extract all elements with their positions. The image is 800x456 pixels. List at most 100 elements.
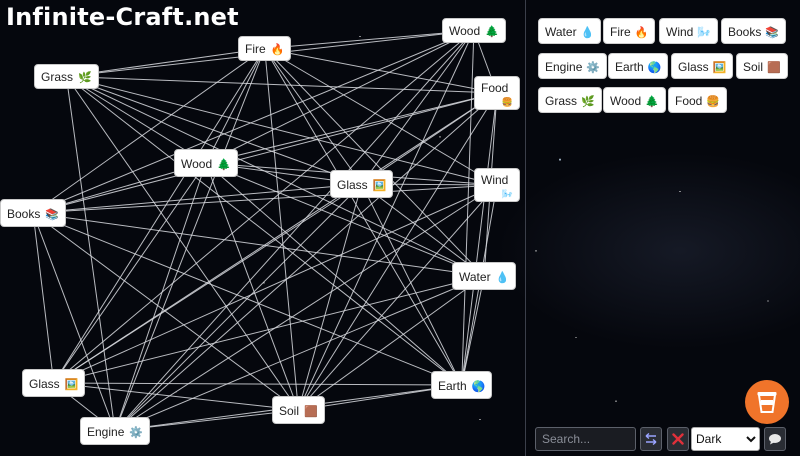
connection-line bbox=[461, 30, 475, 386]
connection-line bbox=[53, 275, 485, 384]
canvas-item-soil[interactable]: Soil🟫 bbox=[272, 396, 325, 424]
connection-line bbox=[65, 76, 299, 411]
theme-select[interactable]: Dark bbox=[691, 427, 760, 451]
connection-line bbox=[114, 92, 498, 432]
cup-icon bbox=[757, 392, 777, 413]
connection-line bbox=[298, 275, 485, 411]
picture-icon: 🖼️ bbox=[372, 180, 387, 192]
item-label: Fire bbox=[245, 42, 266, 56]
wind-icon: 🌬️ bbox=[501, 189, 513, 199]
clear-canvas-button[interactable] bbox=[667, 427, 689, 451]
canvas-item-engine[interactable]: Engine ⚙️ bbox=[80, 417, 151, 445]
connection-line bbox=[66, 76, 463, 386]
connection-line bbox=[114, 183, 363, 432]
item-label: Food bbox=[481, 81, 509, 95]
brown-square-icon: 🟫 bbox=[767, 62, 781, 74]
canvas-item-wood[interactable]: Wood 🌲 bbox=[174, 149, 238, 177]
item-label: Food bbox=[675, 94, 703, 108]
books-icon: 📚 bbox=[765, 27, 780, 39]
canvas-item-grass[interactable]: Grass🌿 bbox=[34, 64, 99, 89]
item-label: Glass bbox=[29, 377, 60, 391]
connection-line bbox=[32, 212, 116, 432]
inventory-item-water[interactable]: Water💧 bbox=[538, 18, 602, 44]
connection-line bbox=[205, 162, 299, 411]
canvas-item-earth[interactable]: Earth🌎 bbox=[431, 371, 493, 399]
search-input[interactable] bbox=[535, 427, 636, 451]
gear-icon: ⚙️ bbox=[586, 62, 601, 74]
canvas-item-water[interactable]: Water💧 bbox=[452, 262, 517, 290]
inventory-item-soil[interactable]: Soil🟫 bbox=[736, 53, 788, 79]
item-label: Wood bbox=[610, 94, 642, 108]
brown-square-icon: 🟫 bbox=[304, 406, 318, 418]
connection-line bbox=[297, 92, 498, 411]
inventory-item-earth[interactable]: Earth🌎 bbox=[608, 53, 669, 79]
item-label: Water bbox=[459, 270, 491, 284]
canvas-item-fire[interactable]: Fire 🔥 bbox=[238, 36, 292, 61]
connection-line bbox=[53, 382, 462, 386]
item-label: Books bbox=[728, 25, 762, 39]
inventory-item-wood[interactable]: Wood🌲 bbox=[603, 87, 666, 113]
item-label: Wood bbox=[181, 157, 213, 171]
connection-line bbox=[32, 183, 362, 214]
canvas-item-books[interactable]: Books 📚 bbox=[0, 199, 67, 227]
item-label: Books bbox=[7, 207, 41, 221]
inventory-item-wind[interactable]: Wind🌬️ bbox=[659, 18, 719, 44]
connection-line bbox=[32, 212, 485, 277]
sort-button[interactable] bbox=[640, 427, 662, 451]
connection-line bbox=[32, 30, 475, 214]
connection-line bbox=[53, 382, 299, 411]
tree-icon: 🌲 bbox=[485, 26, 499, 38]
inventory-item-books[interactable]: Books📚 bbox=[721, 18, 787, 44]
connection-line bbox=[53, 30, 475, 384]
connection-lines bbox=[32, 30, 498, 432]
canvas-item-wood[interactable]: Wood🌲 bbox=[442, 18, 506, 43]
inventory-item-engine[interactable]: Engine⚙️ bbox=[538, 53, 608, 79]
connection-line bbox=[66, 76, 498, 94]
connection-line bbox=[33, 184, 498, 214]
connection-line bbox=[461, 92, 498, 386]
connection-line bbox=[361, 30, 475, 185]
connection-line bbox=[114, 48, 266, 432]
item-label: Engine bbox=[545, 60, 583, 74]
connection-line bbox=[66, 76, 498, 186]
connection-line bbox=[53, 184, 498, 384]
connection-line bbox=[114, 162, 207, 432]
canvas-item-wind[interactable]: Wind🌬️ bbox=[474, 168, 520, 202]
gear-icon: ⚙️ bbox=[129, 427, 144, 439]
fire-icon: 🔥 bbox=[634, 27, 649, 39]
crafting-canvas[interactable]: Infinite-Craft.net Grass🌿 Fire🔥 Wood🌲 Fo… bbox=[0, 0, 526, 456]
clear-icon bbox=[672, 433, 684, 445]
inventory-item-grass[interactable]: Grass🌿 bbox=[538, 87, 602, 113]
connection-line bbox=[264, 30, 474, 49]
tree-icon: 🌲 bbox=[645, 96, 659, 108]
books-icon: 📚 bbox=[45, 209, 60, 221]
connection-line bbox=[205, 92, 498, 164]
tree-icon: 🌲 bbox=[217, 159, 231, 171]
item-label: Glass bbox=[337, 178, 368, 192]
picture-icon: 🖼️ bbox=[712, 62, 727, 74]
feedback-button[interactable] bbox=[764, 427, 786, 451]
connection-line bbox=[264, 48, 363, 185]
item-label: Engine bbox=[87, 425, 125, 439]
item-label: Earth bbox=[615, 60, 644, 74]
buy-me-a-drink-button[interactable] bbox=[745, 380, 789, 424]
item-label: Glass bbox=[678, 60, 709, 74]
canvas-item-food[interactable]: Food🍔 bbox=[474, 76, 520, 110]
sort-icon bbox=[645, 433, 657, 445]
connection-line bbox=[297, 30, 475, 411]
inventory-item-glass[interactable]: Glass🖼️ bbox=[671, 53, 734, 79]
connection-line bbox=[264, 48, 463, 386]
canvas-item-glass[interactable]: Glass🖼️ bbox=[22, 369, 86, 397]
inventory-item-fire[interactable]: Fire🔥 bbox=[603, 18, 656, 44]
canvas-item-glass[interactable]: Glass 🖼️ bbox=[330, 170, 394, 198]
connection-line bbox=[32, 92, 498, 214]
connection-line bbox=[205, 30, 475, 164]
water-drop-icon: 💧 bbox=[580, 27, 595, 39]
item-label: Water bbox=[545, 25, 577, 39]
connection-line bbox=[32, 212, 299, 411]
burger-icon: 🍔 bbox=[706, 96, 721, 108]
connection-line bbox=[66, 76, 485, 277]
fire-icon: 🔥 bbox=[270, 44, 285, 56]
connection-line bbox=[361, 183, 485, 277]
inventory-item-food[interactable]: Food🍔 bbox=[668, 87, 728, 113]
